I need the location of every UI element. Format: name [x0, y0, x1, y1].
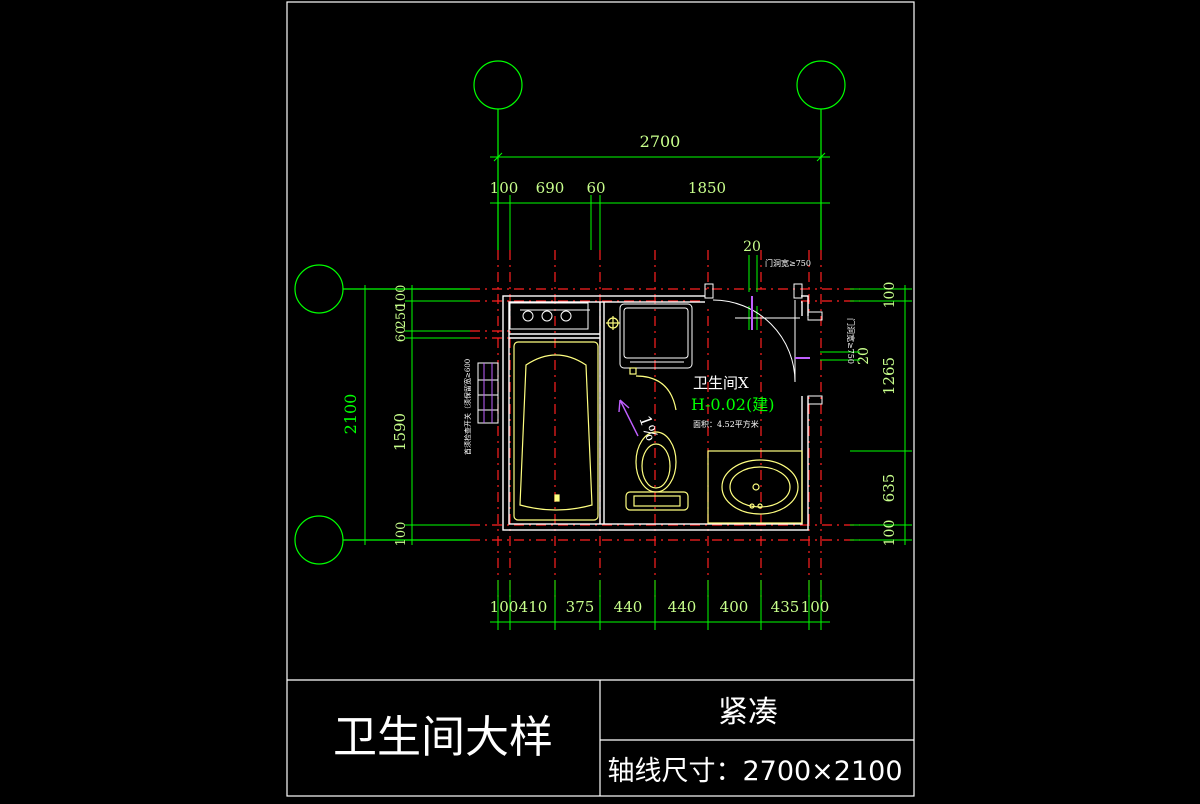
dim-overall-width: 2700 — [640, 132, 681, 151]
shelf-unit — [509, 302, 590, 330]
axis-bubble-top-right — [796, 60, 846, 110]
right-dimension — [850, 285, 912, 545]
dim-overall-height: 2100 — [341, 394, 360, 435]
door-width-right-note: 门洞宽≥750 — [846, 318, 856, 364]
slope-label: 1% — [635, 413, 662, 443]
door-swing-arc — [712, 299, 796, 383]
door-width-top-note: 门洞宽≥750 — [765, 258, 811, 268]
left-dimension — [364, 285, 470, 545]
outer-wall — [502, 295, 809, 531]
dim-bottom-8: 100 — [801, 598, 830, 616]
door-accent — [751, 296, 810, 359]
drawing-title: 卫生间大样 — [333, 712, 553, 763]
dim-bottom-5: 440 — [668, 598, 697, 616]
dim-bottom-6: 400 — [720, 598, 749, 616]
door-opening-gap-right — [800, 316, 812, 396]
left-panel-accent — [483, 363, 493, 423]
dim-right-3: 635 — [880, 474, 898, 503]
top-overall-dimension — [490, 152, 830, 162]
axis-size-label: 轴线尺寸：2700×2100 — [607, 756, 902, 787]
room-elevation: H-0.02(建) — [691, 395, 774, 414]
dim-right-4: 100 — [882, 520, 898, 547]
slope-arrow — [618, 399, 639, 437]
dim-bottom-2: 410 — [519, 598, 548, 616]
bathtub — [513, 341, 599, 521]
dim-left-5: 1590 — [391, 413, 409, 451]
dim-top-2: 690 — [536, 179, 565, 197]
dim-top-3: 60 — [586, 179, 605, 197]
axis-bubble-top-left — [473, 60, 523, 110]
room-name: 卫生间X — [693, 374, 749, 392]
axis-bubble-left-top — [294, 264, 344, 314]
dim-left-3: 60 — [394, 326, 409, 343]
dim-bottom-3: 375 — [566, 598, 595, 616]
bottom-segment-dimension — [490, 580, 830, 630]
dim-left-2: 250 — [394, 304, 409, 329]
top-segment-dimension — [490, 195, 830, 250]
dim-left-6: 100 — [394, 522, 409, 547]
dim-bottom-1: 100 — [490, 598, 519, 616]
door — [704, 283, 823, 405]
inner-wall — [508, 301, 803, 525]
dim-bottom-4: 440 — [614, 598, 643, 616]
dim-left-1: 100 — [394, 285, 409, 310]
axis-bubble-left-bottom — [294, 515, 344, 565]
left-panel — [477, 362, 499, 424]
dim-top-1: 100 — [490, 179, 519, 197]
dim-bottom-7: 435 — [771, 598, 800, 616]
drain — [606, 316, 677, 411]
toilet — [625, 431, 689, 511]
dim-right-2: 1265 — [880, 357, 898, 395]
drawing-subtitle: 紧凑 — [718, 695, 778, 730]
dim-top-4: 1850 — [688, 179, 726, 197]
shower-box — [619, 303, 693, 369]
dim-wall-offset-right: 20 — [856, 347, 872, 365]
sink — [707, 450, 803, 524]
dim-wall-offset-top: 20 — [743, 239, 761, 255]
walls — [502, 295, 809, 531]
left-wall-note: 首须检查开关（须保留宽≥600 — [463, 359, 472, 455]
room-area: 面积：4.52平方米 — [693, 419, 759, 429]
dim-right-1: 100 — [882, 282, 898, 309]
